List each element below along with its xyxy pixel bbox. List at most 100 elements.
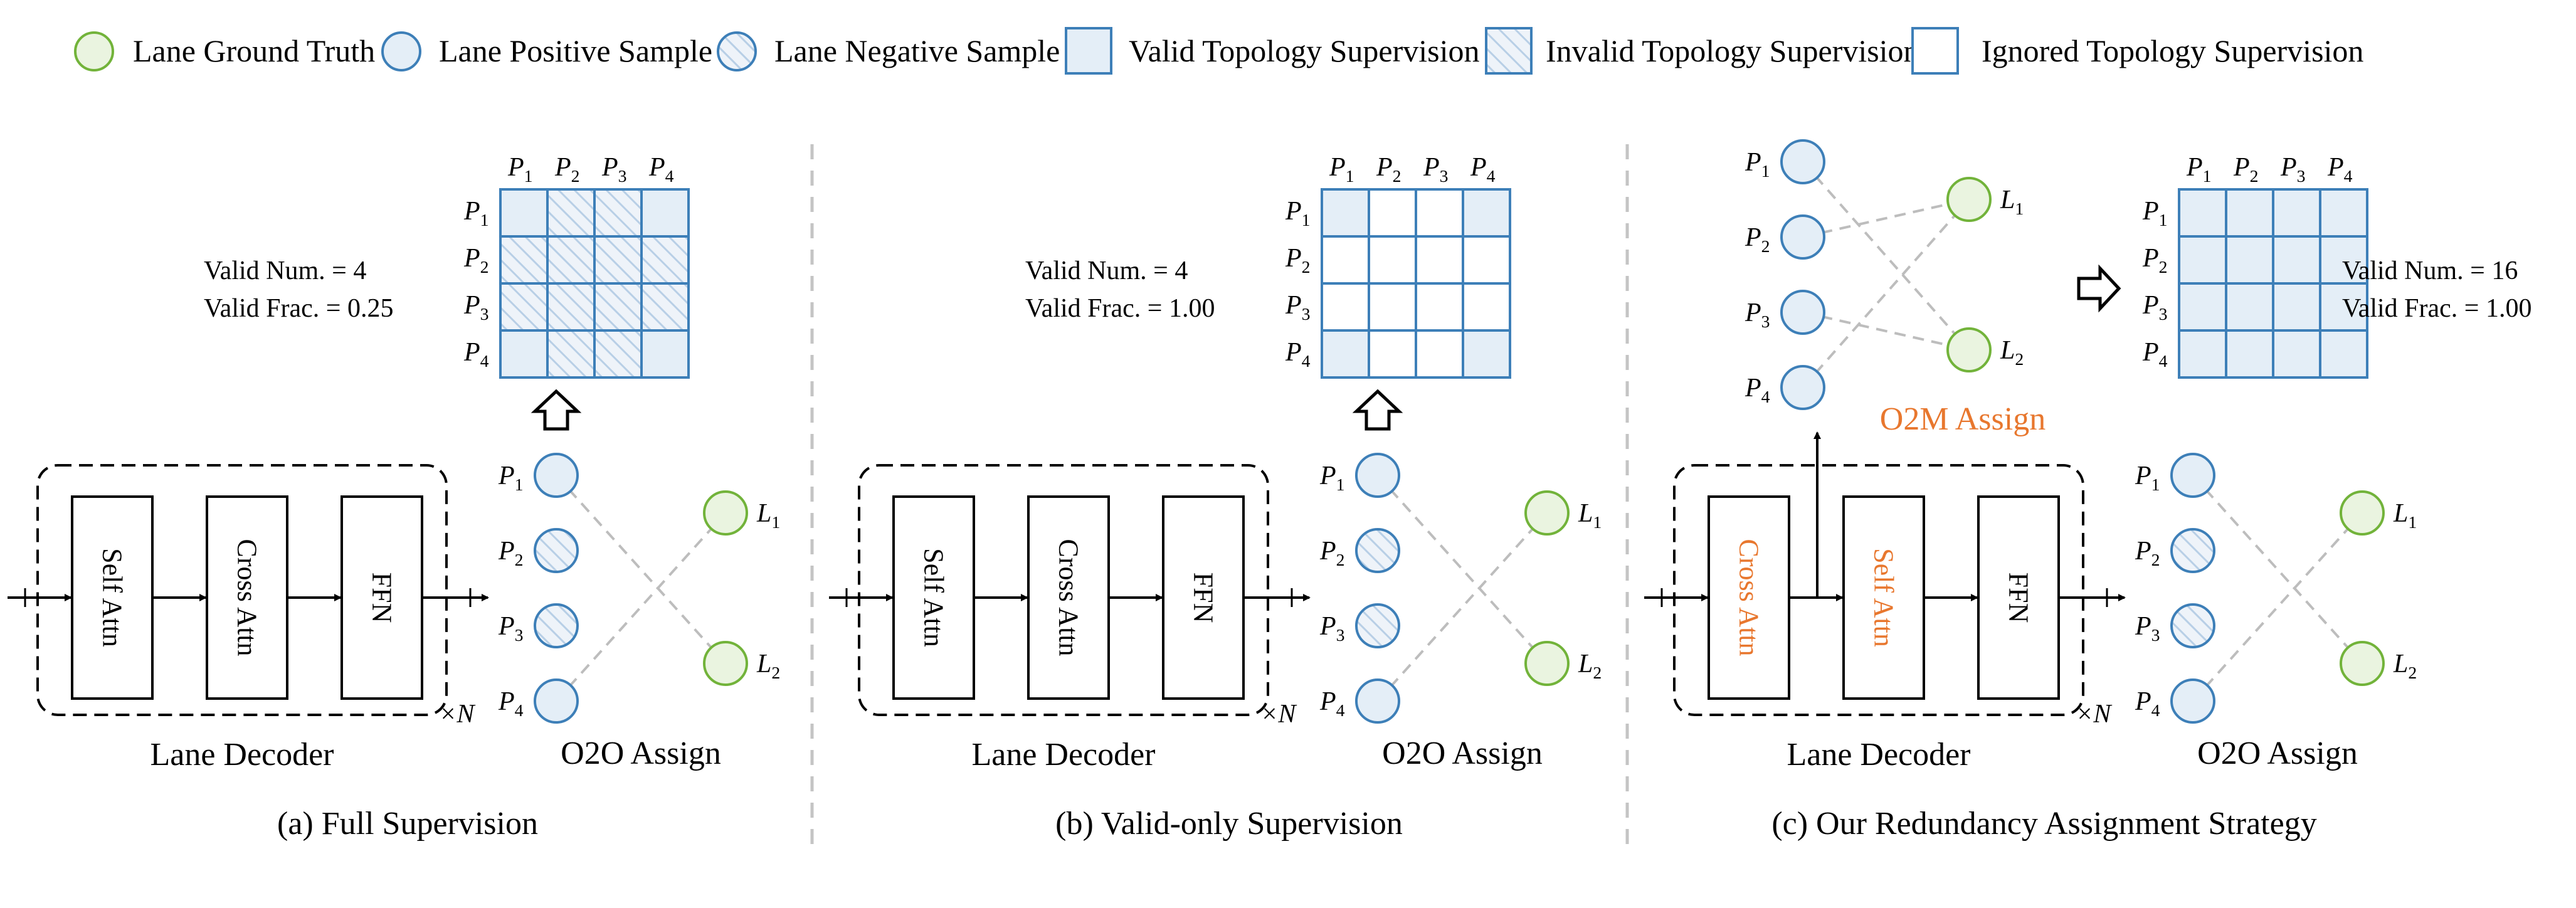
assignment-link xyxy=(1802,311,1970,351)
decoder-label: Lane Decoder xyxy=(150,737,334,773)
assignment-link xyxy=(555,512,727,702)
matrix-column-header: P3 xyxy=(2280,153,2306,186)
legend-item-lane-negative-sample: Lane Negative Sample xyxy=(717,31,1060,71)
legend-label: Lane Positive Sample xyxy=(439,33,712,68)
matrix-cell xyxy=(640,282,690,332)
assign-label: O2O Assign xyxy=(561,736,721,771)
decoder-label: Lane Decoder xyxy=(971,737,1155,773)
matrix-cell xyxy=(1368,329,1417,379)
matrix-row-header: P4 xyxy=(2142,338,2168,371)
panel-caption: (a) Full Supervision xyxy=(277,806,538,842)
legend-blue-circle-icon xyxy=(381,31,421,71)
proposal-node xyxy=(2170,528,2215,573)
matrix-row-header: P3 xyxy=(2142,291,2168,324)
matrix-cell xyxy=(2225,188,2274,238)
matrix-row-header: P1 xyxy=(2142,197,2168,230)
proposal-node xyxy=(1780,214,1825,260)
matrix-cell xyxy=(1368,235,1417,285)
proposal-label: P2 xyxy=(1319,537,1345,569)
matrix-column-header: P4 xyxy=(1470,153,1496,186)
matrix-cell xyxy=(2319,188,2368,238)
proposal-label: P3 xyxy=(2135,612,2160,645)
decoder-block xyxy=(1977,495,2060,700)
up-arrow-icon xyxy=(531,389,582,431)
stat-valid-frac: Valid Frac. = 1.00 xyxy=(1025,294,1215,323)
matrix-column-header: P2 xyxy=(1376,153,1401,186)
matrix-cell xyxy=(1368,282,1417,332)
matrix-cell xyxy=(593,235,643,285)
matrix-row-header: P4 xyxy=(463,338,489,371)
matrix-column-header: P1 xyxy=(1329,153,1354,186)
proposal-label: P3 xyxy=(1319,612,1345,645)
decoder-block-label: FFN xyxy=(1188,573,1219,623)
matrix-column-header: P4 xyxy=(648,153,674,186)
matrix-cell xyxy=(1462,235,1511,285)
legend-label: Invalid Topology Supervision xyxy=(1546,33,1919,68)
matrix-cell xyxy=(1462,282,1511,332)
legend-label: Lane Negative Sample xyxy=(774,33,1060,68)
proposal-node xyxy=(1780,139,1825,184)
proposal-label: P4 xyxy=(1319,687,1345,720)
assignment-link xyxy=(555,474,727,665)
proposal-node xyxy=(2170,603,2215,648)
panel-caption: (c) Our Redundancy Assignment Strategy xyxy=(1771,806,2316,842)
right-arrow-icon xyxy=(2077,264,2121,313)
matrix-cell xyxy=(2272,188,2321,238)
matrix-cell xyxy=(640,329,690,379)
proposal-node xyxy=(2170,453,2215,498)
matrix-column-header: P2 xyxy=(2233,153,2259,186)
stat-valid-num: Valid Num. = 4 xyxy=(1025,256,1188,285)
proposal-node xyxy=(2170,678,2215,724)
legend: Lane Ground Truth Lane Positive Sample L… xyxy=(74,27,2363,75)
matrix-cell xyxy=(499,282,549,332)
ground-truth-label: L1 xyxy=(1578,499,1602,532)
decoder-block xyxy=(892,495,975,700)
legend-item-lane-positive-sample: Lane Positive Sample xyxy=(381,31,712,71)
legend-label: Valid Topology Supervision xyxy=(1129,33,1479,68)
ground-truth-label: L1 xyxy=(756,499,780,532)
matrix-cell xyxy=(1462,329,1511,379)
proposal-node xyxy=(1780,365,1825,410)
decoder-block xyxy=(340,495,423,700)
matrix-row-header: P2 xyxy=(463,244,489,277)
matrix-cell xyxy=(499,235,549,285)
matrix-row-header: P3 xyxy=(1285,291,1311,324)
matrix-cell xyxy=(640,235,690,285)
ground-truth-label: L2 xyxy=(1578,650,1602,682)
decoder-block-label: FFN xyxy=(367,573,398,623)
proposal-node xyxy=(1355,528,1400,573)
up-arrow-icon xyxy=(1352,389,1403,431)
matrix-cell xyxy=(2272,235,2321,285)
decoder-block-label: Cross Attn xyxy=(232,539,263,656)
matrix-cell xyxy=(2319,282,2368,332)
proposal-label: P3 xyxy=(498,612,524,645)
decoder-block xyxy=(1162,495,1245,700)
decoder-label: Lane Decoder xyxy=(1787,737,1970,773)
proposal-node xyxy=(534,528,579,573)
decoder-block xyxy=(1027,495,1110,700)
matrix-cell xyxy=(2319,329,2368,379)
proposal-node xyxy=(1780,290,1825,335)
stat-valid-num: Valid Num. = 4 xyxy=(204,256,366,285)
proposal-node xyxy=(534,453,579,498)
proposal-node xyxy=(534,603,579,648)
matrix-cell xyxy=(593,329,643,379)
proposal-label: P1 xyxy=(498,462,524,494)
matrix-cell xyxy=(2178,329,2227,379)
legend-green-circle-icon xyxy=(74,31,114,71)
decoder-dashed-box xyxy=(36,464,448,716)
decoder-block xyxy=(1842,495,1925,700)
assignment-link xyxy=(1802,198,1970,238)
legend-label: Ignored Topology Supervision xyxy=(1982,33,2363,68)
proposal-label: P1 xyxy=(1745,148,1770,181)
ground-truth-label: L2 xyxy=(2393,650,2417,682)
ground-truth-node xyxy=(1946,177,1992,222)
ground-truth-label: L1 xyxy=(2000,186,2024,218)
matrix-cell xyxy=(1415,188,1464,238)
